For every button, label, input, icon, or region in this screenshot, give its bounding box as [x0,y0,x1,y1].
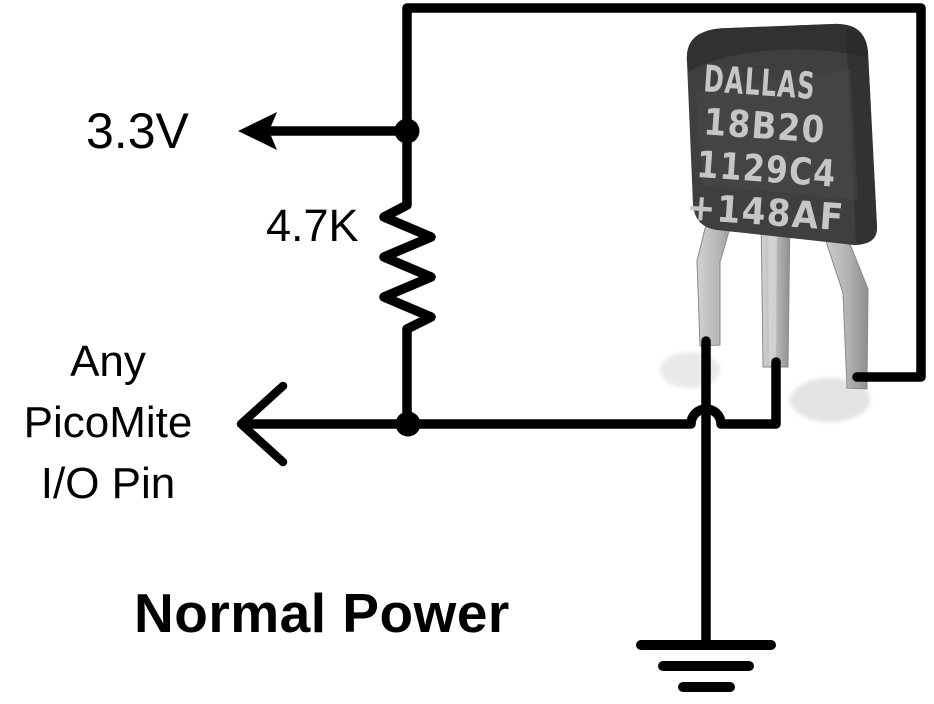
filled-marks [238,112,421,437]
io-pin-label-line2: PicoMite [23,398,193,447]
sensor-marking-line1: DALLAS [702,57,817,108]
io-pin-arrowhead [236,381,288,467]
sensor-marking: DALLAS 18B20 1129C4 +148AF [685,57,846,239]
sensor-body [686,23,878,246]
io-pin-label: Any PicoMite I/O Pin [5,331,211,514]
resistor-symbol [379,195,436,423]
photo-shadow [660,352,720,388]
sensor-marking-line3: 1129C4 [695,143,838,196]
sensor-leg-middle-highlight [768,212,777,366]
junction-dot-io [395,411,421,437]
photo-shadow [790,378,870,422]
sensor-leg-right [818,219,869,390]
supply-voltage-label: 3.3V [86,103,189,159]
diagram-title: Normal Power [134,582,510,644]
resistor-value-label: 4.7K [266,200,359,251]
sensor-body-face [696,70,858,200]
supply-arrowhead [238,112,277,150]
io-pin-label-line1: Any [70,337,146,386]
io-pin-label-line3: I/O Pin [40,459,176,508]
sensor-body-right-shade [846,28,878,244]
sensor-body-top-shade [686,23,868,73]
top-rail-wire [402,3,926,382]
sensor-marking-line2: 18B20 [702,100,827,151]
sensor-package: DALLAS 18B20 1129C4 +148AF [660,23,878,422]
wires [236,3,926,692]
junction-dot-supply [394,118,420,144]
